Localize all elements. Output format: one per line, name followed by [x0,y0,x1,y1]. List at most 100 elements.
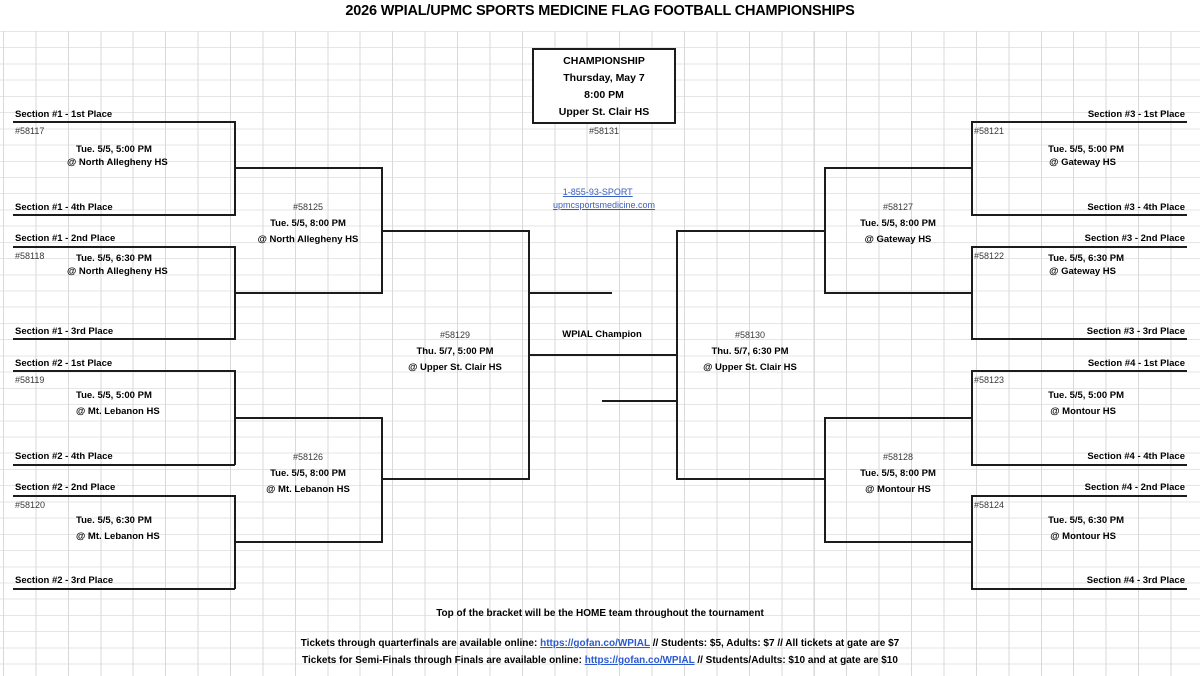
seed-line-s3-4th [971,214,1187,216]
seed-label-s4-4th: Section #4 - 4th Place [1087,451,1185,462]
seed-label-s3-2nd: Section #3 - 2nd Place [1084,233,1185,244]
game-site-58124: @ Montour HS [1050,531,1116,542]
game-when-58124: Tue. 5/5, 6:30 PM [1048,515,1124,526]
seed-label-s3-1st: Section #3 - 1st Place [1087,109,1185,120]
seed-label-s4-2nd: Section #4 - 2nd Place [1084,482,1185,493]
game-when-58123: Tue. 5/5, 5:00 PM [1048,390,1124,401]
connector-58123 [971,370,973,465]
championship-heading: CHAMPIONSHIP [563,55,645,67]
game-site-58117: @ North Allegheny HS [67,157,168,168]
game-id-58117: #58117 [15,126,45,136]
championship-date: Thursday, May 7 [563,72,645,84]
game-site-58125: @ North Allegheny HS [257,234,359,245]
seed-line-s4-4th [971,464,1187,466]
bracket-line-58128-top [824,417,972,419]
connector-58121 [971,121,973,216]
ticket-note-sf-suffix: // Students/Adults: $10 and at gate are … [697,655,898,666]
bracket-line-58129-bottom [381,478,529,480]
game-when-58120: Tue. 5/5, 6:30 PM [76,515,152,526]
game-site-58126: @ Mt. Lebanon HS [266,484,350,495]
seed-line-s1-2nd [13,246,235,248]
final-feed-line-right [602,400,676,402]
game-id-58126: #58126 [292,452,324,462]
sponsor-contact[interactable]: 1-855-93-SPORT upmcsportsmedicine.com [504,186,704,212]
seed-label-s4-3rd: Section #4 - 3rd Place [1086,575,1185,586]
sponsor-phone[interactable]: 1-855-93-SPORT [562,187,633,197]
seed-line-s3-1st [971,121,1187,123]
seed-line-s3-3rd [971,338,1187,340]
gofan-link-semifinals[interactable]: https://gofan.co/WPIAL [584,655,695,666]
ticket-note-semifinals: Tickets for Semi-Finals through Finals a… [0,655,1200,666]
game-id-58120: #58120 [15,500,46,510]
ticket-note-sf-prefix: Tickets for Semi-Finals through Finals a… [302,655,582,666]
ticket-note-qf-prefix: Tickets through quarterfinals are availa… [300,638,538,649]
seed-label-s3-3rd: Section #3 - 3rd Place [1086,326,1185,337]
game-site-58121: @ Gateway HS [1049,157,1116,168]
game-when-58125: Tue. 5/5, 8:00 PM [270,218,346,229]
game-id-58130: #58130 [734,330,766,340]
game-id-58124: #58124 [974,500,1005,510]
seed-label-s2-4th: Section #2 - 4th Place [15,451,113,462]
game-id-58121: #58121 [974,126,1005,136]
game-when-58126: Tue. 5/5, 8:00 PM [270,468,346,479]
champion-line-top [528,354,676,356]
game-when-58127: Tue. 5/5, 8:00 PM [860,218,936,229]
bracket-line-58127-top [824,167,972,169]
game-id-58125: #58125 [292,202,324,212]
game-when-58117: Tue. 5/5, 5:00 PM [76,144,152,155]
bracket-line-58130-top [676,230,824,232]
bracket-line-58126-bottom [234,541,382,543]
game-when-58121: Tue. 5/5, 5:00 PM [1048,144,1124,155]
seed-line-s2-4th [13,464,235,466]
game-when-58128: Tue. 5/5, 8:00 PM [860,468,936,479]
game-site-58123: @ Montour HS [1050,406,1116,417]
game-site-58127: @ Gateway HS [864,234,932,245]
seed-label-s2-3rd: Section #2 - 3rd Place [15,575,114,586]
bracket-line-58125-bottom [234,292,382,294]
game-id-58118: #58118 [15,251,45,261]
seed-label-s2-2nd: Section #2 - 2nd Place [15,482,116,493]
game-site-58122: @ Gateway HS [1049,266,1116,277]
seed-line-s3-2nd [971,246,1187,248]
bracket-line-58125-top [234,167,382,169]
page-title: 2026 WPIAL/UPMC SPORTS MEDICINE FLAG FOO… [345,3,855,19]
seed-label-s1-4th: Section #1 - 4th Place [15,202,113,213]
home-team-note: Top of the bracket will be the HOME team… [436,608,764,619]
championship-site: Upper St. Clair HS [558,106,650,118]
game-id-58122: #58122 [974,251,1005,261]
game-when-58122: Tue. 5/5, 6:30 PM [1048,253,1124,264]
bracket-line-58130-bottom [676,478,824,480]
connector-58128 [824,417,826,543]
final-feed-line-left [528,292,612,294]
game-id-58127: #58127 [882,202,914,212]
seed-line-s4-2nd [971,495,1187,497]
game-site-58129: @ Upper St. Clair HS [408,362,502,373]
connector-58122 [971,246,973,340]
ticket-note-quarterfinals: Tickets through quarterfinals are availa… [0,638,1200,649]
game-site-58120: @ Mt. Lebanon HS [76,531,160,542]
gofan-link-quarterfinals[interactable]: https://gofan.co/WPIAL [540,638,650,649]
connector-58130 [676,230,678,480]
seed-line-s2-3rd [13,588,235,590]
game-site-58118: @ North Allegheny HS [67,266,168,277]
seed-line-s1-3rd [13,338,235,340]
bracket-line-58128-bottom [824,541,972,543]
sponsor-website[interactable]: upmcsportsmedicine.com [552,200,656,210]
championship-game-id: #58131 [588,126,620,136]
seed-line-s1-4th [13,214,235,216]
game-site-58130: @ Upper St. Clair HS [703,362,797,373]
game-id-58119: #58119 [15,375,45,385]
game-when-58129: Thu. 5/7, 5:00 PM [416,346,494,357]
game-id-58128: #58128 [882,452,914,462]
champion-label: WPIAL Champion [562,329,642,340]
seed-line-s1-1st [13,121,235,123]
bracket-line-58127-bottom [824,292,972,294]
seed-label-s1-1st: Section #1 - 1st Place [15,109,113,120]
seed-label-s4-1st: Section #4 - 1st Place [1087,358,1185,369]
championship-box: CHAMPIONSHIP Thursday, May 7 8:00 PM Upp… [532,48,676,124]
seed-label-s2-1st: Section #2 - 1st Place [15,358,113,369]
connector-58124 [971,495,973,589]
game-id-58129: #58129 [439,330,471,340]
connector-58127 [824,167,826,294]
